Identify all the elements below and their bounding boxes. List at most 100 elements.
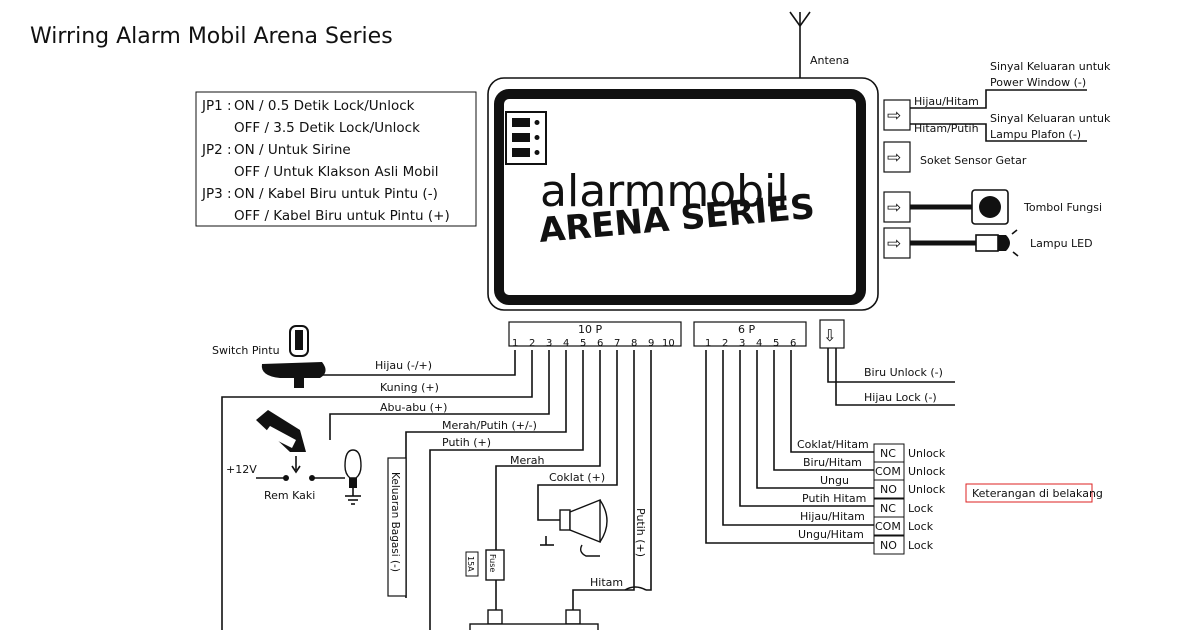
svg-text:Keluaran Bagasi (-): Keluaran Bagasi (-): [389, 472, 401, 572]
svg-text:⇨: ⇨: [887, 198, 901, 218]
svg-text:⇩: ⇩: [823, 326, 836, 345]
svg-text:Biru/Hitam: Biru/Hitam: [803, 456, 862, 469]
svg-text:6: 6: [790, 338, 796, 349]
svg-text:1: 1: [705, 338, 711, 349]
svg-text:NC: NC: [880, 447, 896, 460]
svg-text:NO: NO: [880, 483, 897, 496]
svg-text:2: 2: [722, 338, 728, 349]
signal-2-line2: Lampu Plafon (-): [990, 128, 1081, 141]
svg-text:2: 2: [529, 338, 535, 349]
jp1-on: ON / 0.5 Detik Lock/Unlock: [234, 98, 415, 114]
svg-text:Fuse: Fuse: [488, 554, 497, 572]
svg-text:Ungu: Ungu: [820, 474, 849, 487]
svg-text:COM: COM: [875, 520, 901, 533]
svg-text:9: 9: [648, 338, 654, 349]
svg-text:15A: 15A: [466, 556, 475, 572]
plus12-label: +12V: [226, 463, 257, 476]
door-switch-icon: [261, 325, 326, 388]
svg-text:10 P: 10 P: [578, 323, 602, 336]
led-icon: [975, 229, 1019, 257]
signal-1-line1: Sinyal Keluaran untuk: [990, 60, 1111, 73]
antenna-icon: [789, 11, 811, 78]
function-button-icon: [971, 189, 1009, 225]
wire-hijau-label: Hijau (-/+): [375, 359, 432, 372]
svg-text:5: 5: [773, 338, 779, 349]
brand-name: alarmmobil: [540, 166, 789, 217]
note-box: [965, 483, 1093, 503]
brake-pedal-icon: [256, 410, 345, 481]
connector-output-1: ⇨: [883, 99, 911, 131]
led-label: Lampu LED: [1030, 237, 1093, 250]
biru-unlock-label: Biru Unlock (-): [864, 366, 943, 379]
svg-text:Lock: Lock: [908, 520, 934, 533]
fuse-icon: 15A Fuse: [465, 549, 505, 610]
wire-putih-label: Putih (+): [442, 436, 491, 449]
siren-icon: [540, 498, 608, 557]
rem-kaki-label: Rem Kaki: [264, 489, 315, 502]
lock-connector: ⇩: [819, 319, 845, 349]
jumper-pins-icon: [512, 118, 540, 157]
alarm-module: alarmmobil ARENA SERIES: [487, 77, 879, 311]
wire-putih-vertical-label: Putih (+): [634, 508, 647, 557]
svg-text:Putih Hitam: Putih Hitam: [802, 492, 866, 505]
trunk-output: Keluaran Bagasi (-): [387, 457, 407, 597]
wire-coklat-label: Coklat (+): [549, 471, 605, 484]
svg-text:Unlock: Unlock: [908, 483, 946, 496]
svg-text:COM: COM: [875, 465, 901, 478]
jp1-code: JP1 :: [201, 98, 232, 114]
svg-text:5: 5: [580, 338, 586, 349]
svg-text:Lock: Lock: [908, 539, 934, 552]
wire-hijau-hitam-right: Hijau/Hitam: [914, 95, 979, 108]
wire-kuning-label: Kuning (+): [380, 381, 439, 394]
jp2-on: ON / Untuk Sirine: [234, 142, 351, 158]
button-connector: ⇨: [883, 191, 911, 223]
svg-text:Lock: Lock: [908, 502, 934, 515]
jp2-code: JP2 :: [201, 142, 232, 158]
svg-text:4: 4: [563, 338, 569, 349]
svg-text:10: 10: [662, 338, 675, 349]
wire-merah-putih-label: Merah/Putih (+/-): [442, 419, 537, 432]
svg-text:Ungu/Hitam: Ungu/Hitam: [798, 528, 864, 541]
page-title: Wirring Alarm Mobil Arena Series: [30, 24, 393, 49]
jp3-on: ON / Kabel Biru untuk Pintu (-): [234, 186, 438, 202]
button-label: Tombol Fungsi: [1023, 201, 1102, 214]
switch-pintu-label: Switch Pintu: [212, 344, 280, 357]
jp2-off: OFF / Untuk Klakson Asli Mobil: [234, 164, 439, 180]
svg-text:Coklat/Hitam: Coklat/Hitam: [797, 438, 869, 451]
connector-10p: 10 P 1 2 3 4 5 6 7 8 9 10: [508, 321, 682, 349]
connector-6p: 6 P 1 2 3 4 5 6: [693, 321, 807, 349]
svg-text:6 P: 6 P: [738, 323, 755, 336]
svg-text:3: 3: [739, 338, 745, 349]
svg-text:Unlock: Unlock: [908, 465, 946, 478]
antenna-label: Antena: [810, 54, 849, 67]
svg-text:NC: NC: [880, 502, 896, 515]
svg-text:3: 3: [546, 338, 552, 349]
svg-text:6: 6: [597, 338, 603, 349]
led-connector: ⇨: [883, 227, 911, 259]
wire-merah-label: Merah: [510, 454, 545, 467]
svg-text:NO: NO: [880, 539, 897, 552]
svg-text:⇨: ⇨: [887, 148, 901, 168]
jp3-off: OFF / Kabel Biru untuk Pintu (+): [234, 208, 450, 224]
sensor-label: Soket Sensor Getar: [920, 154, 1027, 167]
jp3-code: JP3 :: [201, 186, 232, 202]
relay-table: Coklat/Hitam Biru/Hitam Ungu Putih Hitam…: [797, 438, 946, 555]
wire-hitam-putih-right: Hitam/Putih: [914, 122, 979, 135]
bulb-icon: [344, 449, 362, 505]
svg-text:1: 1: [512, 338, 518, 349]
battery-icon: [469, 586, 647, 630]
svg-text:Unlock: Unlock: [908, 447, 946, 460]
sensor-socket: ⇨: [883, 141, 911, 173]
svg-text:⇨: ⇨: [887, 234, 901, 254]
jp1-off: OFF / 3.5 Detik Lock/Unlock: [234, 120, 420, 136]
svg-text:⇨: ⇨: [887, 106, 901, 126]
svg-text:8: 8: [631, 338, 637, 349]
signal-2-line1: Sinyal Keluaran untuk: [990, 112, 1111, 125]
svg-text:7: 7: [614, 338, 620, 349]
jumper-legend-box: [195, 91, 477, 227]
wire-hitam-label: Hitam: [590, 576, 623, 589]
signal-1-line2: Power Window (-): [990, 76, 1086, 89]
wire-abu-label: Abu-abu (+): [380, 401, 447, 414]
hijau-lock-label: Hijau Lock (-): [864, 391, 937, 404]
